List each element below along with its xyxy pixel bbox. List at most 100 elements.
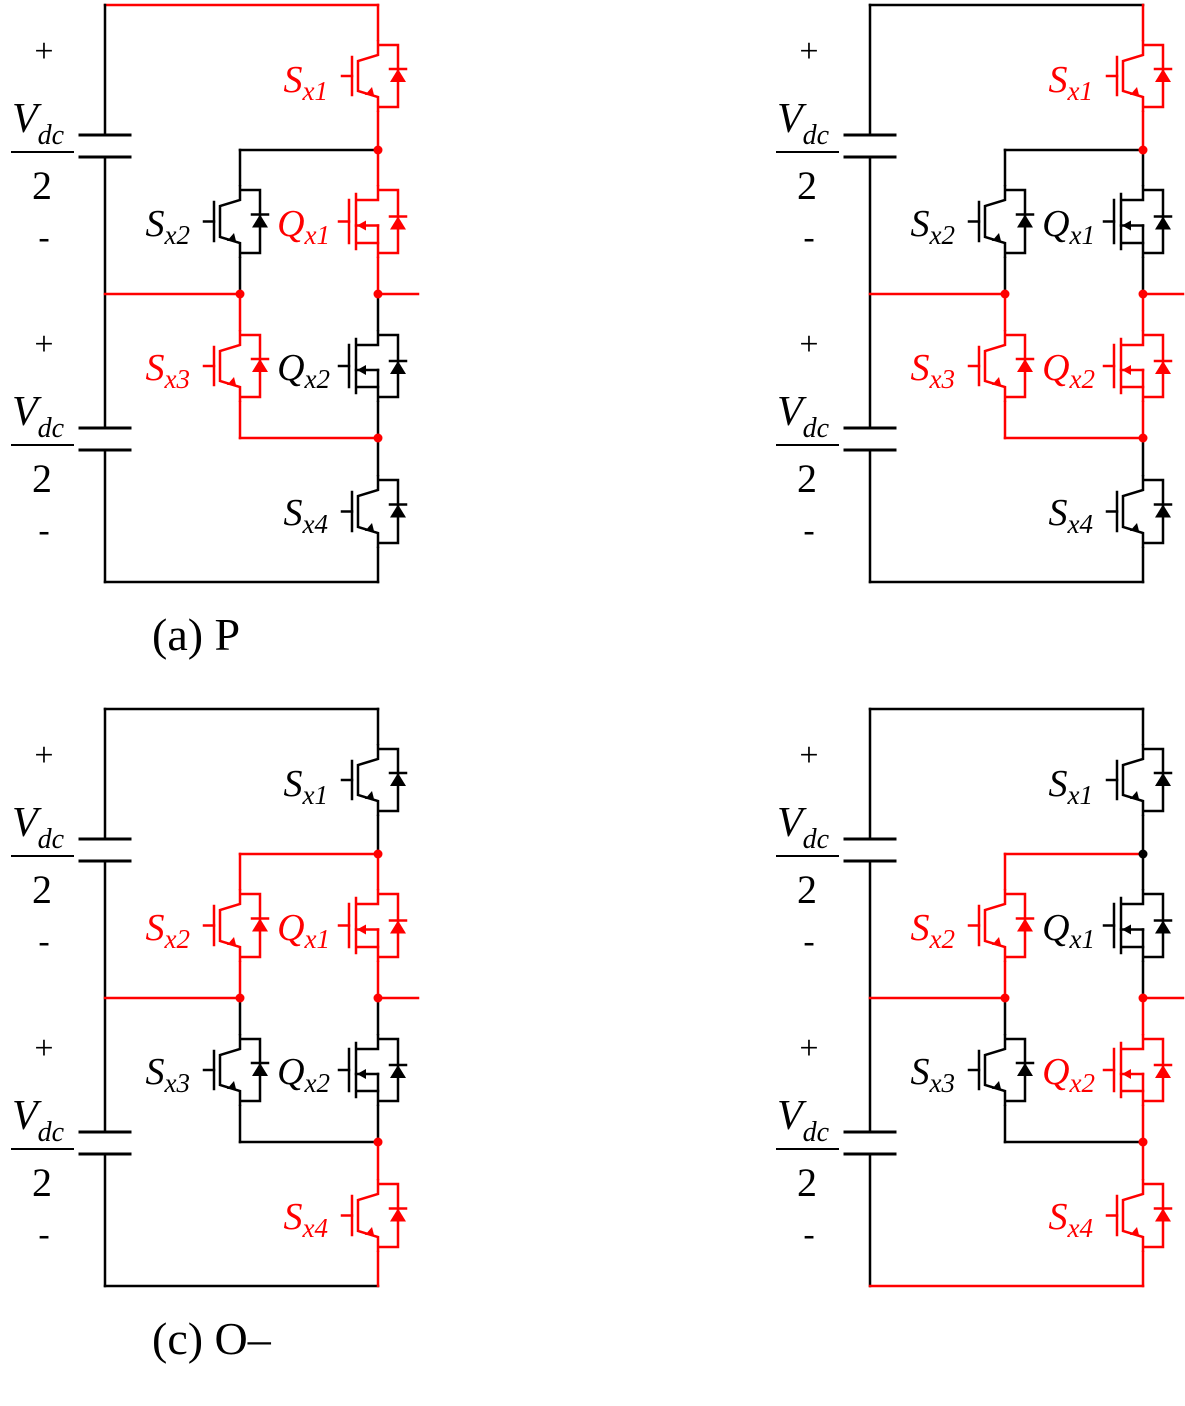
switch-label-s3: Sx3: [146, 1051, 190, 1098]
switch-sx1: [1105, 40, 1173, 112]
diode-triangle: [1155, 361, 1171, 374]
diode-triangle: [1017, 1063, 1033, 1076]
junction-dot: [373, 993, 383, 1003]
panel-caption: (a) P: [152, 609, 240, 660]
junction-dot: [373, 289, 383, 299]
switch-label-s4: Sx4: [1049, 1196, 1093, 1243]
junction-dot: [1000, 289, 1010, 299]
diode-triangle: [1155, 1065, 1171, 1078]
igbt-body: [983, 330, 1007, 402]
mosfet-arrow: [357, 220, 366, 231]
igbt-body: [356, 1179, 380, 1252]
switch-sx1: [340, 744, 408, 816]
junction-dot: [373, 849, 383, 859]
vdc-label: Vdc: [12, 389, 65, 444]
igbt-body: [983, 889, 1007, 962]
switch-sx3: [967, 330, 1035, 402]
igbt-emitter-arrow: [227, 377, 236, 385]
mosfet-drain: [1121, 185, 1145, 202]
plus-sign: +: [34, 33, 53, 70]
switch-label-s3: Sx3: [146, 347, 190, 394]
switch-sx4: [1105, 475, 1173, 548]
switch-qx2: [337, 1034, 408, 1106]
switch-sx1: [340, 40, 408, 112]
minus-sign: -: [38, 219, 49, 256]
switch-label-q2: Qx2: [1042, 1051, 1095, 1098]
switch-label-s4: Sx4: [284, 492, 328, 539]
igbt-body: [1121, 40, 1145, 112]
plus-sign: +: [34, 737, 53, 774]
igbt-emitter-arrow: [992, 233, 1001, 241]
diode-triangle: [390, 69, 406, 82]
diode-triangle: [390, 361, 406, 374]
diode-triangle: [1155, 1208, 1171, 1222]
vdc-label: Vdc: [12, 96, 65, 151]
switch-label-q2: Qx2: [277, 1051, 330, 1098]
switch-sx2: [967, 889, 1035, 962]
igbt-emitter-arrow: [365, 791, 374, 799]
igbt-body: [1121, 475, 1145, 548]
mosfet-source: [356, 945, 380, 962]
minus-sign: -: [38, 1216, 49, 1253]
plus-sign: +: [799, 737, 818, 774]
igbt-emitter-arrow: [1130, 1227, 1139, 1235]
diode-triangle: [390, 504, 406, 518]
switch-sx3: [202, 1034, 270, 1106]
igbt-body: [1121, 1179, 1145, 1252]
mosfet-arrow: [1122, 924, 1131, 935]
igbt-body: [218, 889, 242, 962]
switch-label-s3: Sx3: [911, 347, 955, 394]
vdc-label: Vdc: [777, 800, 830, 855]
minus-sign: -: [38, 512, 49, 549]
minus-sign: -: [38, 923, 49, 960]
mosfet-arrow: [1122, 365, 1131, 375]
switch-label-q1: Qx1: [277, 203, 330, 250]
mosfet-source: [1121, 385, 1145, 402]
mosfet-source: [1121, 1089, 1145, 1106]
mosfet-drain: [1121, 330, 1145, 347]
igbt-emitter-arrow: [365, 1227, 374, 1235]
vdc-label: Vdc: [12, 800, 65, 855]
igbt-emitter-arrow: [227, 937, 236, 945]
junction-dot: [1138, 1137, 1148, 1147]
switch-label-q1: Qx1: [1042, 203, 1095, 250]
switch-sx2: [967, 185, 1035, 258]
fraction-denominator: 2: [32, 456, 52, 501]
diode-triangle: [1017, 359, 1033, 372]
igbt-body: [1121, 744, 1145, 816]
minus-sign: -: [803, 512, 814, 549]
igbt-body: [356, 40, 380, 112]
junction-dot: [1138, 433, 1148, 443]
plus-sign: +: [799, 326, 818, 363]
switch-qx2: [1102, 330, 1173, 402]
diode-triangle: [252, 1063, 268, 1076]
igbt-body: [983, 1034, 1007, 1106]
switch-label-q1: Qx1: [1042, 907, 1095, 954]
igbt-emitter-arrow: [992, 937, 1001, 945]
mosfet-source: [1121, 945, 1145, 962]
fraction-denominator: 2: [32, 163, 52, 208]
junction-dot: [1138, 145, 1148, 155]
junction-dot: [1138, 289, 1148, 299]
switch-qx1: [1102, 889, 1173, 962]
diode-triangle: [252, 359, 268, 372]
plus-sign: +: [34, 326, 53, 363]
diode-triangle: [390, 920, 406, 934]
igbt-emitter-arrow: [992, 1081, 1001, 1089]
mosfet-arrow: [1122, 220, 1131, 231]
junction-dot: [235, 993, 245, 1003]
switch-label-q2: Qx2: [277, 347, 330, 394]
switch-label-s4: Sx4: [1049, 492, 1093, 539]
igbt-emitter-arrow: [1130, 87, 1139, 95]
diode-triangle: [252, 918, 268, 932]
plus-sign: +: [799, 1030, 818, 1067]
mosfet-drain: [356, 1034, 380, 1051]
junction-dot: [1000, 993, 1010, 1003]
mosfet-source: [356, 385, 380, 402]
diode-triangle: [390, 216, 406, 230]
mosfet-source: [1121, 241, 1145, 258]
plus-sign: +: [799, 33, 818, 70]
switch-sx2: [202, 889, 270, 962]
